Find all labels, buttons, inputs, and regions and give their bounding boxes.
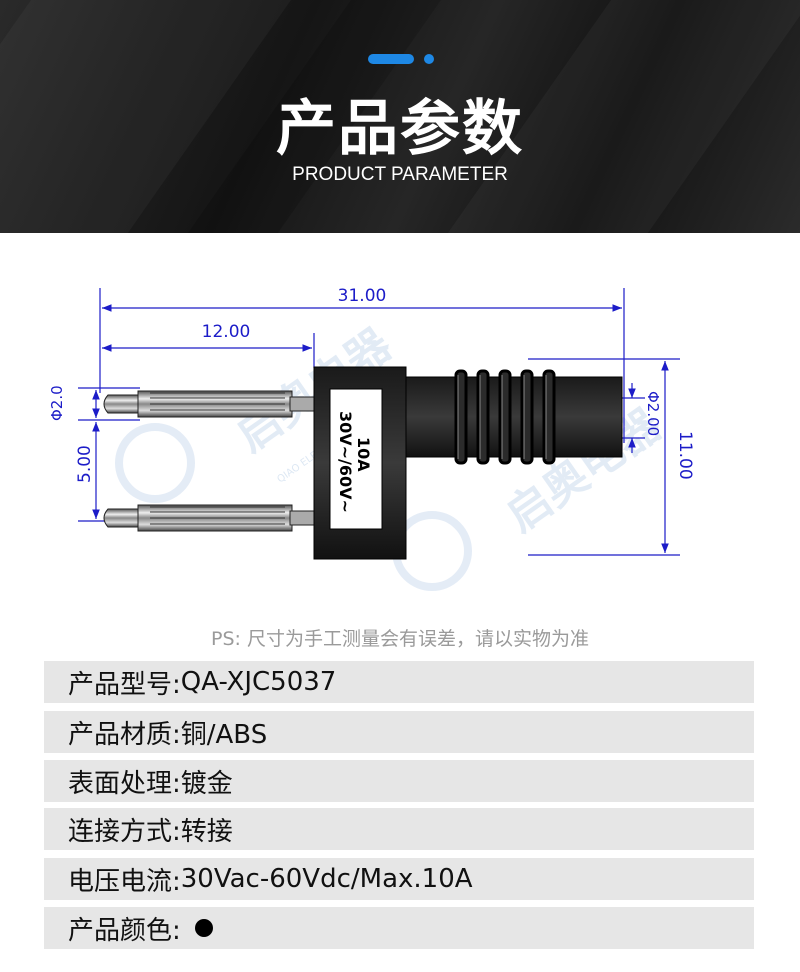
- param-row-rating: 电压电流: 30Vac-60Vdc/Max.10A: [44, 858, 754, 900]
- cable-tail: [405, 369, 623, 465]
- param-value: 转接: [180, 816, 233, 847]
- dim-pitch-label: 5.00: [75, 445, 95, 483]
- page-title: 产品参数: [276, 94, 524, 164]
- decor-pill: [368, 54, 414, 64]
- rating-line-2: 10A: [354, 437, 373, 472]
- param-row-model: 产品型号: QA-XJC5037: [44, 661, 754, 703]
- banana-pin-top: [103, 390, 317, 418]
- param-row-connection: 连接方式: 转接: [44, 808, 754, 850]
- param-label: 产品颜色:: [68, 915, 181, 946]
- param-label: 产品型号:: [68, 669, 181, 700]
- page-subtitle: PRODUCT PARAMETER: [292, 164, 508, 185]
- dim-pin-dia-label: Φ2.0: [48, 385, 66, 421]
- decor-dot: [424, 54, 434, 64]
- param-row-surface: 表面处理: 镀金: [44, 760, 754, 802]
- dim-partial-label: 12.00: [202, 322, 251, 342]
- param-value: 铜/ABS: [180, 719, 268, 750]
- param-row-material: 产品材质: 铜/ABS: [44, 711, 754, 753]
- param-label: 连接方式:: [68, 816, 181, 847]
- rating-label-box: [329, 388, 383, 530]
- measurement-note: PS: 尺寸为手工测量会有误差，请以实物为准: [211, 628, 589, 650]
- param-value: QA-XJC5037: [180, 667, 337, 697]
- param-label: 产品材质:: [68, 719, 181, 750]
- param-label: 表面处理:: [68, 768, 181, 799]
- rating-line-1: 30V~/60V~: [336, 411, 355, 513]
- param-value: 30Vac-60Vdc/Max.10A: [180, 864, 473, 894]
- param-label: 电压电流:: [68, 866, 181, 897]
- param-value: 镀金: [180, 768, 233, 799]
- header-banner: 产品参数 PRODUCT PARAMETER: [0, 0, 800, 233]
- technical-drawing: 启奥电器 启奥电器 QIAO ELECTRICAL APPLIANCES 31.…: [48, 286, 695, 591]
- dim-right-dia-label: Φ2.00: [644, 391, 662, 436]
- param-row-color: 产品颜色:: [44, 907, 754, 949]
- color-swatch: [194, 919, 213, 937]
- dim-height-label: 11.00: [675, 431, 695, 480]
- dim-total-label: 31.00: [338, 286, 387, 306]
- banana-pin-bottom: [103, 504, 317, 532]
